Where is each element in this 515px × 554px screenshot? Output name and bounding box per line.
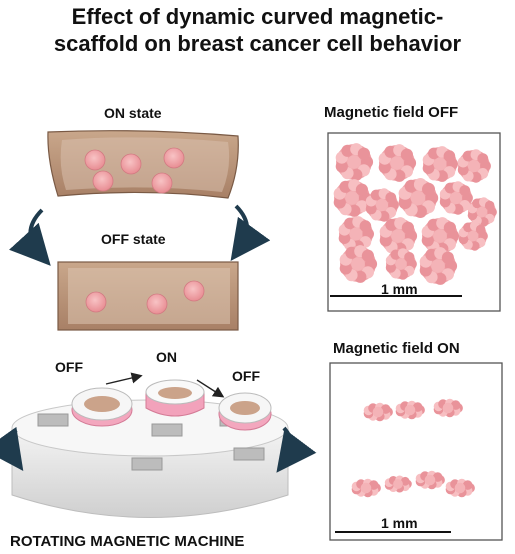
spheroid xyxy=(457,149,491,183)
panel-field-off-scale-label: 1 mm xyxy=(381,281,418,297)
spheroid xyxy=(419,247,458,285)
panel-field-on-spheroids xyxy=(351,398,475,498)
on-state-label: ON state xyxy=(104,105,162,121)
off-state-label: OFF state xyxy=(101,231,166,247)
machine-label: ROTATING MAGNETIC MACHINE xyxy=(10,533,245,550)
title-line-2: scaffold on breast cancer cell behavior xyxy=(53,31,462,56)
sequence-label-1: OFF xyxy=(55,359,83,375)
on-state-spheroids xyxy=(84,147,185,194)
off-state-scaffold xyxy=(57,261,239,331)
on-state-scaffold xyxy=(47,130,239,199)
spheroid xyxy=(395,400,425,420)
title-line-1: Effect of dynamic curved magnetic- xyxy=(71,4,444,29)
panel-field-on-title: Magnetic field ON xyxy=(333,340,460,357)
sequence-arrow-2 xyxy=(196,379,225,398)
dish-off-right xyxy=(218,392,272,431)
spheroid xyxy=(365,188,399,222)
machine-rotation-arrow-right xyxy=(276,426,317,473)
spheroid xyxy=(333,179,372,217)
sequence-label-2: ON xyxy=(156,349,177,365)
spheroid xyxy=(335,143,374,181)
spheroid xyxy=(339,245,378,283)
spheroid xyxy=(378,144,417,182)
cycle-arrow-right xyxy=(230,204,271,261)
spheroid xyxy=(398,178,439,218)
spheroid xyxy=(384,475,412,493)
spheroid xyxy=(385,248,417,280)
dish-off-left xyxy=(71,387,133,427)
spheroid xyxy=(363,402,393,422)
sequence-label-3: OFF xyxy=(232,368,260,384)
spheroid xyxy=(458,221,488,251)
machine-rotation-arrow-left xyxy=(0,426,24,472)
spheroid xyxy=(338,216,375,252)
spheroid xyxy=(439,181,473,215)
spheroid xyxy=(433,398,463,418)
dish-on-center xyxy=(145,379,205,417)
panel-field-on-frame xyxy=(329,362,503,541)
cycle-arrow-left xyxy=(9,208,51,266)
panel-field-off-spheroids xyxy=(333,143,497,285)
spheroid xyxy=(415,470,445,490)
spheroid xyxy=(351,478,381,498)
off-state-spheroids xyxy=(85,280,205,315)
spheroid xyxy=(422,146,459,182)
panel-field-on-scale-label: 1 mm xyxy=(381,515,418,531)
sequence-arrow-1 xyxy=(105,372,143,385)
spheroid xyxy=(445,478,475,498)
panel-field-off-title: Magnetic field OFF xyxy=(324,104,459,121)
spheroid xyxy=(467,197,497,227)
